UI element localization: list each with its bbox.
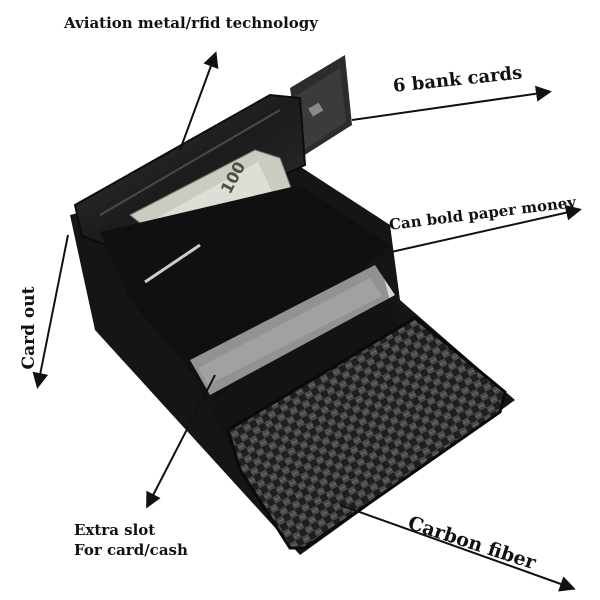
callout-arrows [32, 51, 582, 592]
metal-card-case [73, 93, 307, 252]
callout-extra-slot-line2: For card/cash [74, 541, 188, 559]
bank-cards-stack [290, 55, 352, 158]
callout-extra-slot-line1: Extra slot [74, 521, 156, 539]
inner-left-panel [100, 185, 390, 400]
inner-card-slot [188, 262, 400, 440]
arrow-paper-money [319, 204, 582, 269]
arrow-bank-cards [351, 85, 552, 121]
arrow-extra-slot [146, 374, 216, 509]
callout-aviation-metal: Aviation metal/rfid technology [64, 14, 319, 32]
callout-extra-slot: Extra slot For card/cash [74, 520, 254, 560]
carbon-fiber-pocket [226, 316, 507, 550]
callout-card-out: Card out [19, 286, 39, 370]
arrow-aviation [179, 51, 219, 151]
arrow-carbon-fiber [339, 504, 576, 592]
arrow-card-out [32, 234, 69, 389]
